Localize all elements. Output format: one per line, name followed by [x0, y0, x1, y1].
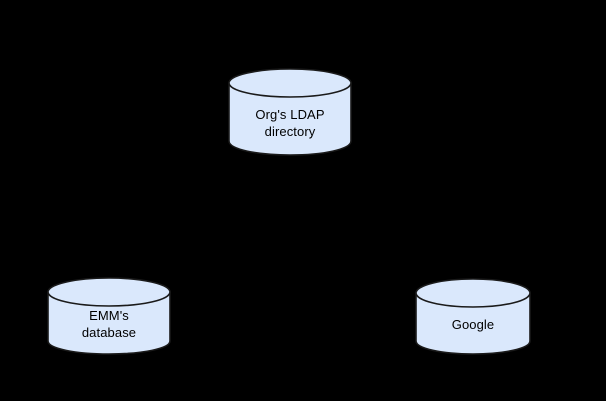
- database-cylinder-icon: [47, 277, 171, 355]
- node-google[interactable]: Google: [415, 278, 531, 355]
- database-cylinder-icon: [228, 68, 352, 156]
- node-emm[interactable]: EMM's database: [47, 277, 171, 355]
- database-cylinder-icon: [415, 278, 531, 355]
- node-ldap[interactable]: Org's LDAP directory: [228, 68, 352, 156]
